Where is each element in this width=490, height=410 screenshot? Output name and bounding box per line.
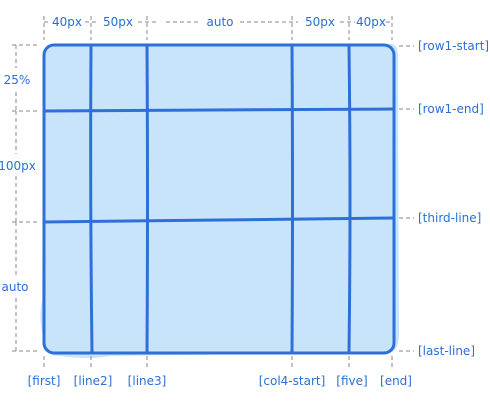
column-size-1: 40px bbox=[52, 15, 82, 29]
column-line-4 bbox=[290, 44, 294, 354]
row-size-3: auto bbox=[1, 280, 28, 294]
row-line-2 bbox=[43, 107, 395, 113]
column-line-name-3: [line3] bbox=[128, 374, 167, 388]
column-line-name-6: [end] bbox=[380, 374, 412, 388]
column-name-connectors bbox=[43, 356, 393, 370]
column-size-3: auto bbox=[206, 15, 233, 29]
column-size-5: 40px bbox=[356, 15, 386, 29]
column-line-5 bbox=[347, 44, 352, 354]
row-line-3 bbox=[43, 216, 395, 224]
grid-outline bbox=[42, 43, 396, 355]
row-line-name-1: [row1-start] bbox=[418, 39, 489, 53]
column-line-name-5: [five] bbox=[336, 374, 367, 388]
row-name-connectors bbox=[399, 45, 414, 352]
row-line-name-2: [row1-end] bbox=[418, 102, 484, 116]
row-size-2: 100px bbox=[0, 159, 36, 173]
column-dimensions bbox=[43, 16, 393, 40]
grid-area bbox=[40, 43, 400, 358]
column-size-4: 50px bbox=[305, 15, 335, 29]
row-size-1: 25% bbox=[4, 73, 31, 87]
row-dimensions bbox=[12, 44, 40, 352]
column-size-2: 50px bbox=[103, 15, 133, 29]
column-line-2 bbox=[89, 44, 94, 354]
row-line-name-4: [last-line] bbox=[418, 344, 475, 358]
column-line-name-4: [col4-start] bbox=[259, 374, 326, 388]
column-line-3 bbox=[145, 44, 149, 354]
column-line-name-2: [line2] bbox=[74, 374, 113, 388]
row-line-name-3: [third-line] bbox=[418, 211, 481, 225]
column-line-name-1: [first] bbox=[28, 374, 61, 388]
